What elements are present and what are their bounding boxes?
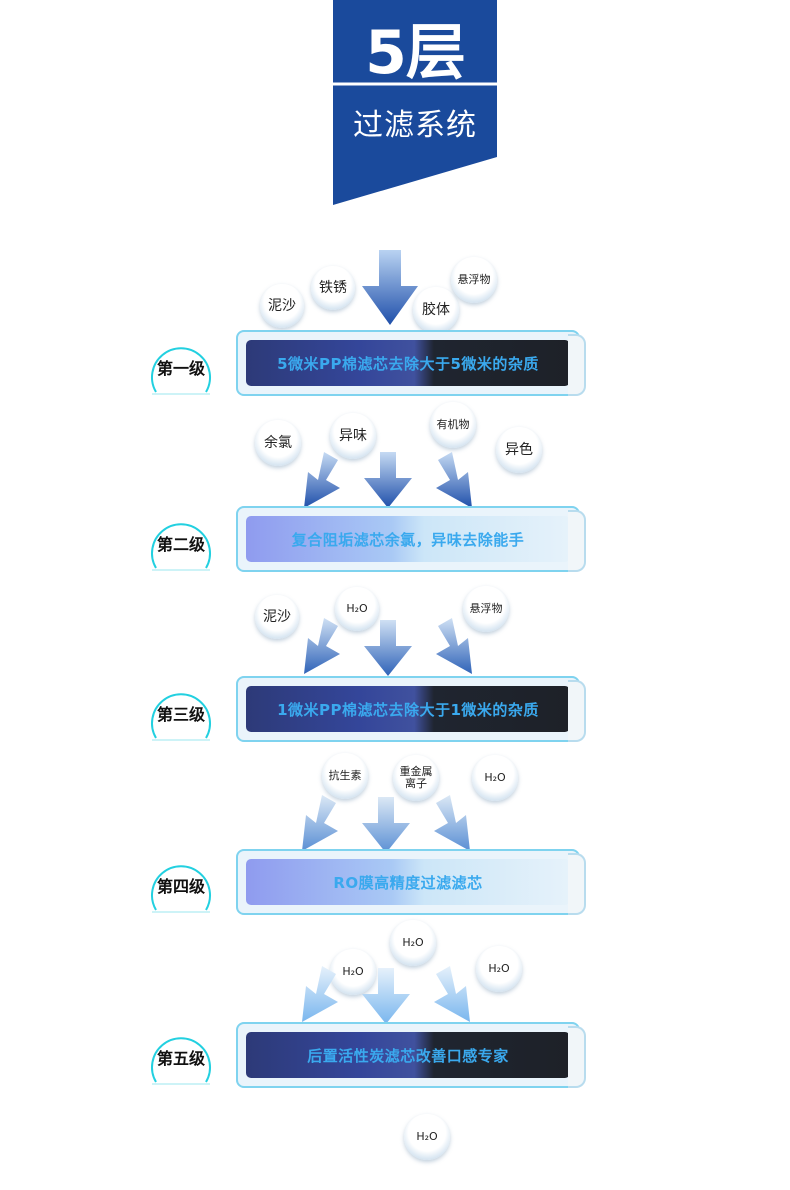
stage-level-badge: 第一级 <box>148 334 214 400</box>
filter-stage-bar: 1微米PP棉滤芯去除大于1微米的杂质 <box>236 676 586 742</box>
arrow-down-icon <box>364 620 412 676</box>
arrow-down-icon <box>362 968 410 1024</box>
filter-stage-bar: RO膜高精度过滤滤芯 <box>236 849 586 915</box>
filter-stage-description: 1微米PP棉滤芯去除大于1微米的杂质 <box>277 700 539 719</box>
filter-stage-description: RO膜高精度过滤滤芯 <box>333 873 483 892</box>
arrow-down-icon <box>434 795 470 851</box>
banner-subtitle: 过滤系统 <box>353 108 477 143</box>
filter-stage-description: 后置活性炭滤芯改善口感专家 <box>307 1046 509 1065</box>
stage-level-label: 第一级 <box>156 359 205 378</box>
water-bubble: H₂O <box>472 755 518 801</box>
water-bubble: H₂O <box>335 587 379 631</box>
stage-level-badge: 第二级 <box>148 510 214 576</box>
filter-stage-bar: 复合阻垢滤芯余氯，异味去除能手 <box>236 506 586 572</box>
impurity-bubble: 泥沙 <box>260 284 304 328</box>
stage-level-label: 第五级 <box>156 1049 205 1068</box>
arrow-down-icon <box>362 250 418 325</box>
arrow-down-icon <box>436 618 472 674</box>
impurity-bubble: 悬浮物 <box>451 257 497 303</box>
water-bubble: H₂O <box>390 920 436 966</box>
stage-level-badge: 第三级 <box>148 680 214 746</box>
stage-level-badge: 第四级 <box>148 852 214 918</box>
title-banner: 5层 过滤系统 <box>333 0 497 205</box>
impurity-bubble: 泥沙 <box>255 595 299 639</box>
impurity-bubble: 悬浮物 <box>463 586 509 632</box>
filter-stage-bar: 后置活性炭滤芯改善口感专家 <box>236 1022 586 1088</box>
filter-stage-description: 5微米PP棉滤芯去除大于5微米的杂质 <box>277 354 539 373</box>
filter-stage-description: 复合阻垢滤芯余氯，异味去除能手 <box>291 530 525 549</box>
arrow-down-icon <box>364 452 412 508</box>
water-bubble: H₂O <box>476 946 522 992</box>
arrow-down-icon <box>434 966 470 1022</box>
stage-level-label: 第三级 <box>156 705 205 724</box>
impurity-bubble: 有机物 <box>430 402 476 448</box>
arrow-down-icon <box>304 618 340 674</box>
impurity-bubble: 胶体 <box>413 287 459 333</box>
water-bubble: H₂O <box>330 949 376 995</box>
impurity-bubble: 铁锈 <box>311 266 355 310</box>
arrow-down-icon <box>302 795 338 851</box>
impurity-bubble: 余氯 <box>255 420 301 466</box>
water-bubble: H₂O <box>404 1114 450 1160</box>
arrow-down-icon <box>362 797 410 853</box>
impurity-bubble: 异色 <box>496 427 542 473</box>
arrow-down-icon <box>304 452 340 508</box>
stage-level-label: 第二级 <box>156 535 205 554</box>
filter-stage-bar: 5微米PP棉滤芯去除大于5微米的杂质 <box>236 330 586 396</box>
stage-level-label: 第四级 <box>156 877 205 896</box>
impurity-bubble: 抗生素 <box>322 753 368 799</box>
impurity-bubble: 异味 <box>330 413 376 459</box>
banner-title: 5层 <box>365 18 466 88</box>
impurity-bubble: 重金属离子 <box>393 755 439 801</box>
arrow-down-icon <box>302 966 338 1022</box>
stage-level-badge: 第五级 <box>148 1024 214 1090</box>
arrow-down-icon <box>436 452 472 508</box>
